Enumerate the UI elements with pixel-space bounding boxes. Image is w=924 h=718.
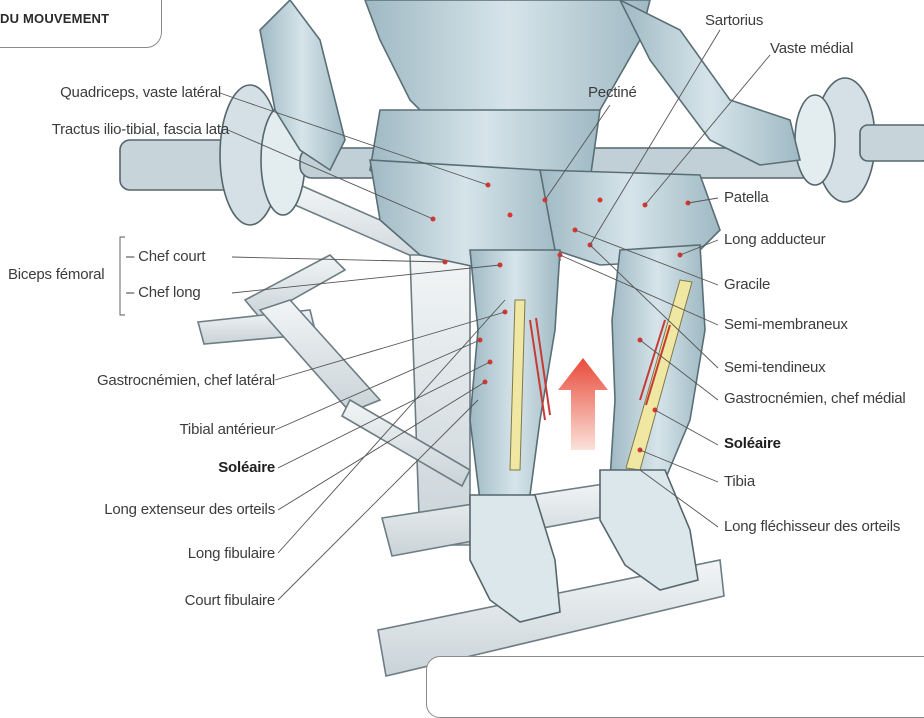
label-semi-tendineux: Semi-tendineux: [724, 359, 825, 377]
label-tibia: Tibia: [724, 473, 755, 491]
label-tibial-ant: Tibial antérieur: [180, 421, 275, 439]
label-long-adducteur: Long adducteur: [724, 231, 825, 249]
label-quadriceps: Quadriceps, vaste latéral: [60, 84, 221, 102]
label-gastro-med: Gastrocnémien, chef médial: [724, 390, 906, 408]
label-long-ext: Long extenseur des orteils: [104, 501, 275, 519]
label-vaste-medial: Vaste médial: [770, 40, 853, 58]
label-long-fib: Long fibulaire: [188, 545, 275, 563]
label-gracile: Gracile: [724, 276, 770, 294]
anatomy-illustration: [0, 0, 924, 681]
label-patella: Patella: [724, 189, 768, 207]
label-sartorius: Sartorius: [705, 12, 763, 30]
label-tractus: Tractus ilio-tibial, fascia lata: [52, 121, 229, 139]
label-court-fib: Court fibulaire: [185, 592, 275, 610]
label-gastro-lat: Gastrocnémien, chef latéral: [97, 372, 275, 390]
label-chef-court: – Chef court: [126, 248, 205, 266]
label-chef-long: – Chef long: [126, 284, 201, 302]
label-semi-membraneux: Semi-membraneux: [724, 316, 848, 334]
label-soleaire-right: Soléaire: [724, 435, 781, 453]
label-pectine: Pectiné: [588, 84, 637, 102]
label-biceps: Biceps fémoral: [8, 266, 104, 284]
label-soleaire-left: Soléaire: [218, 459, 275, 477]
bottom-panel: [426, 656, 924, 718]
label-long-flechisseur: Long fléchisseur des orteils: [724, 518, 900, 536]
movement-arrow: [558, 358, 608, 450]
